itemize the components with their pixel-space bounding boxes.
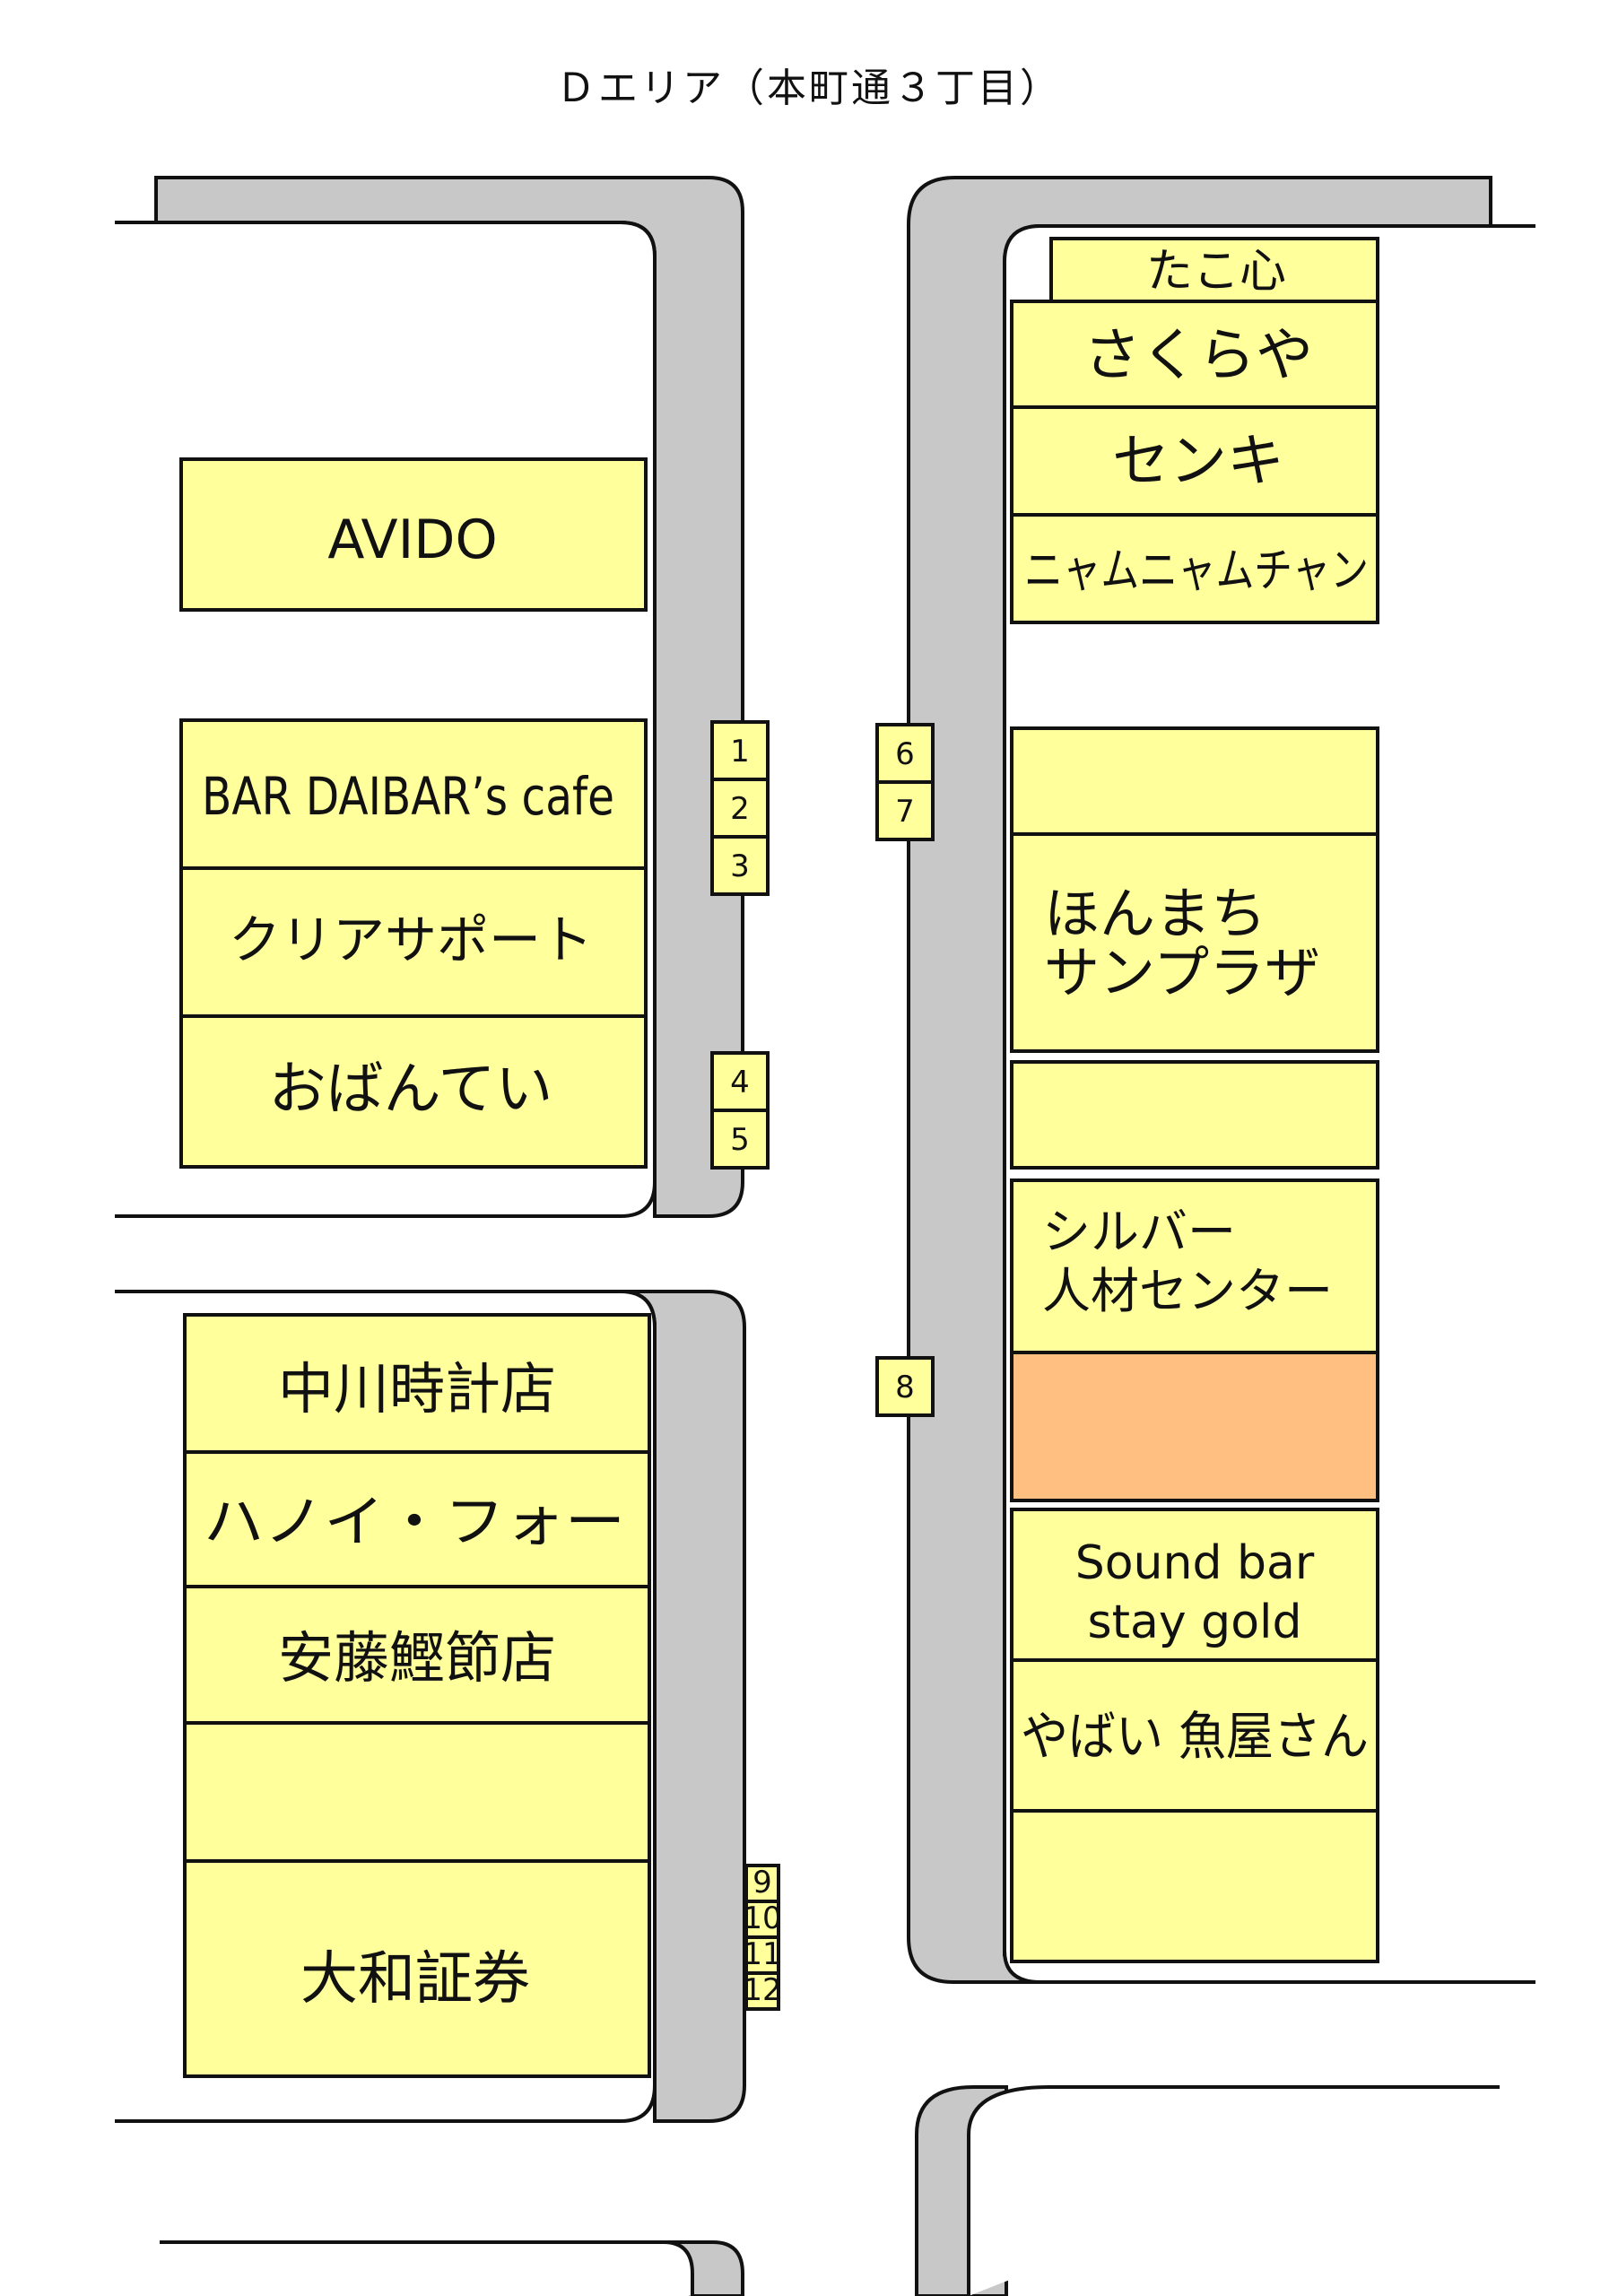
label-honmachi-1: ほんまち	[1044, 881, 1266, 946]
label-avido: AVIDO	[327, 509, 497, 571]
shop-sakuraya[interactable]	[1010, 300, 1379, 409]
left-lower-labels: 中川時計店 ハノイ・フォー 安藤鰹節店 大和証券	[204, 1356, 625, 2013]
streets	[154, 176, 1492, 2296]
left-lower-shops	[183, 1313, 651, 2078]
shop-vacant-right-1[interactable]	[1010, 726, 1379, 836]
block-left-bottom	[160, 2240, 694, 2296]
marker-7-box[interactable]	[875, 780, 935, 841]
shop-vacant-right-3[interactable]	[1010, 1809, 1379, 1963]
label-clear-support: クリアサポート	[229, 909, 593, 970]
marker-2: 2	[730, 791, 750, 827]
label-sound-bar-2: stay gold	[1088, 1596, 1302, 1649]
shop-avido[interactable]	[179, 457, 648, 612]
marker-7: 7	[895, 794, 915, 830]
marker-8: 8	[895, 1370, 915, 1405]
block-right-bottom	[967, 2085, 1500, 2296]
shop-hanoi[interactable]	[183, 1450, 651, 1588]
shop-senki[interactable]	[1010, 405, 1379, 517]
shop-vacant-left[interactable]	[183, 1721, 651, 1863]
marker-11: 11	[743, 1936, 781, 1972]
marker-9: 9	[752, 1865, 772, 1900]
marker-1: 1	[730, 734, 750, 770]
shop-ando[interactable]	[183, 1585, 651, 1725]
marker-5: 5	[730, 1122, 750, 1158]
label-sakuraya: さくらや	[1083, 323, 1313, 389]
marker-9-box[interactable]	[744, 1864, 780, 1903]
label-honmachi-2: サンプラザ	[1044, 940, 1320, 1005]
marker-3: 3	[730, 848, 750, 884]
label-hanoi: ハノイ・フォー	[204, 1489, 625, 1554]
label-silver-1: シルバー	[1042, 1204, 1236, 1260]
label-ando: 安藤鰹節店	[278, 1625, 556, 1691]
left-upper-shops	[179, 457, 648, 1169]
marker-6: 6	[895, 736, 915, 772]
label-silver-2: 人材センター	[1042, 1263, 1333, 1319]
label-sound-bar-1: Sound bar	[1075, 1536, 1315, 1590]
marker-labels: 1 2 3 4 5 6 7 8 9 10 11 12	[730, 734, 915, 2008]
label-daiwa: 大和証券	[300, 1946, 530, 2013]
shop-silver[interactable]	[1010, 1178, 1379, 1354]
marker-11-box[interactable]	[744, 1935, 780, 1975]
marker-12: 12	[743, 1972, 781, 2008]
marker-3-box[interactable]	[710, 835, 770, 896]
marker-12-box[interactable]	[744, 1971, 780, 2011]
label-bar-daibar: BAR DAIBAR’s cafe	[202, 766, 614, 827]
shop-daiwa[interactable]	[183, 1859, 651, 2078]
marker-2-box[interactable]	[710, 778, 770, 839]
left-upper-labels: AVIDO BAR DAIBAR’s cafe クリアサポート おばんてい	[202, 509, 614, 1123]
label-yabai: やばい 魚屋さん	[1021, 1706, 1369, 1767]
marker-10: 10	[743, 1900, 781, 1936]
marker-5-box[interactable]	[710, 1109, 770, 1170]
map-title: Ｄエリア（本町通３丁目）	[556, 65, 1062, 111]
shop-nyamnyam[interactable]	[1010, 513, 1379, 624]
shop-vacant-right-2[interactable]	[1010, 1060, 1379, 1170]
marker-6-box[interactable]	[875, 723, 935, 784]
right-shops	[1010, 237, 1379, 1963]
label-obantei: おばんてい	[269, 1057, 553, 1123]
shop-honmachi[interactable]	[1010, 832, 1379, 1053]
label-nakagawa: 中川時計店	[278, 1356, 556, 1422]
shop-nakagawa[interactable]	[183, 1313, 651, 1454]
label-takoshin: たこ心	[1146, 245, 1286, 299]
right-labels: たこ心 さくらや センキ ニャムニャムチャン ほんまち サンプラザ シルバー 人…	[1021, 245, 1369, 1767]
label-nyamnyam: ニャムニャムチャン	[1024, 544, 1369, 598]
marker-8-box[interactable]	[875, 1356, 935, 1417]
shop-obantei[interactable]	[179, 1014, 648, 1169]
label-senki: センキ	[1112, 429, 1284, 495]
markers	[710, 720, 935, 2011]
shop-vacant-orange[interactable]	[1010, 1351, 1379, 1502]
marker-4: 4	[730, 1065, 750, 1100]
shop-sound-bar[interactable]	[1010, 1508, 1379, 1662]
